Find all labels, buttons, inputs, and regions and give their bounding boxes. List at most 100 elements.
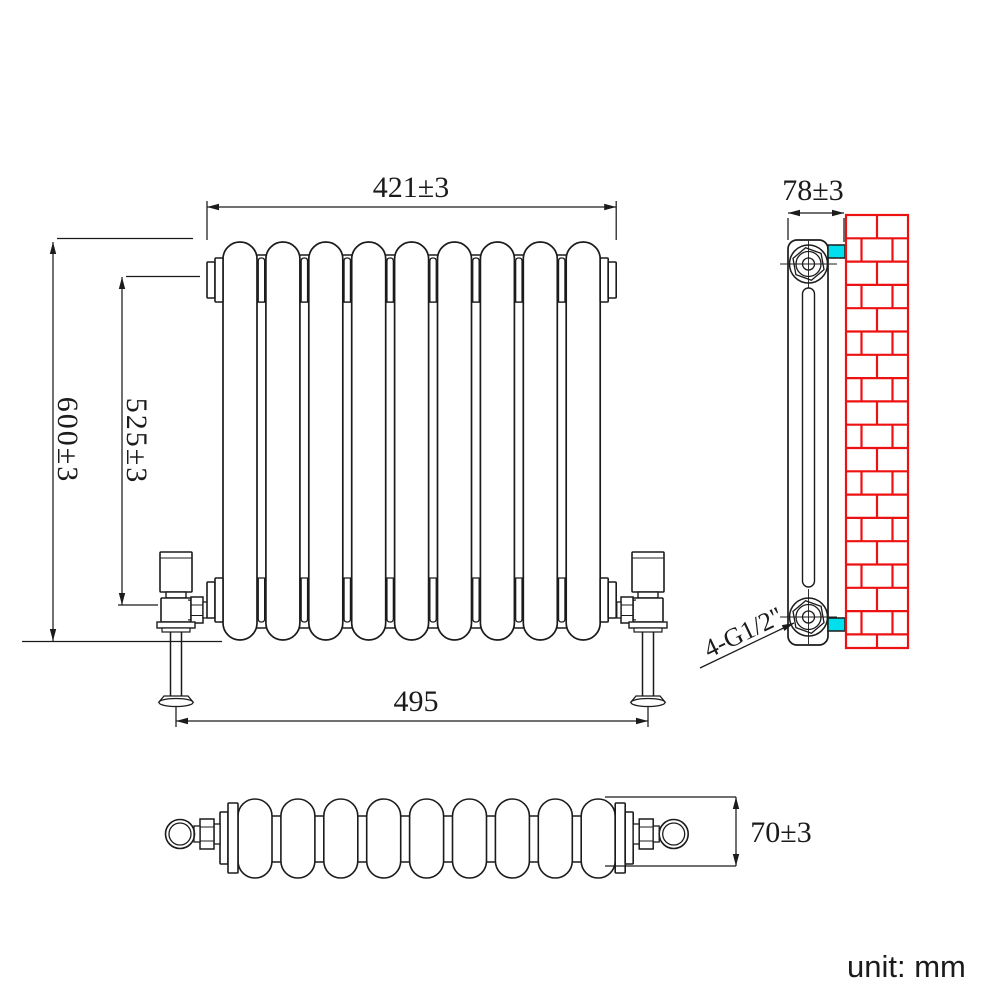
end-plug	[214, 577, 224, 623]
pipe-union	[628, 621, 668, 629]
plan-section	[408, 798, 445, 879]
valve-assemblies	[156, 551, 668, 723]
header-neck	[515, 257, 523, 303]
footer-neck	[343, 577, 352, 623]
dimension-top-depth: 70±3	[605, 796, 812, 867]
arrowhead-bottom	[49, 629, 57, 641]
valve-hex-nut	[190, 596, 204, 624]
floor-escutcheon	[158, 697, 194, 708]
tapping-height-label: 525±3	[120, 398, 153, 484]
plan-section	[537, 798, 574, 879]
arrowhead-top	[49, 242, 57, 254]
footer-neck	[257, 577, 266, 623]
end-plug	[599, 577, 610, 623]
part	[624, 811, 635, 865]
part	[219, 811, 229, 865]
part	[206, 581, 216, 619]
part	[206, 261, 216, 299]
arrowhead-left	[788, 209, 800, 217]
plan-section	[451, 798, 488, 879]
plan-hex-nut	[638, 818, 654, 850]
part	[607, 261, 618, 299]
brick-wall	[844, 213, 910, 650]
dimension-pipe-centres: 495	[175, 685, 649, 727]
side-slot	[801, 287, 816, 588]
overall-height-label: 600±3	[51, 397, 84, 483]
top-depth-label: 70±3	[750, 816, 811, 849]
valve-body	[160, 597, 192, 623]
plan-section	[494, 798, 531, 879]
radiator-column	[350, 241, 387, 641]
radiator-column	[436, 241, 473, 641]
radiator-column	[393, 241, 430, 641]
valve-tail	[616, 601, 622, 619]
valve-body	[632, 597, 664, 623]
valve-hex-nut	[620, 596, 634, 624]
arrowhead-leader	[781, 623, 794, 631]
dimension-side-depth: 78±3	[782, 174, 845, 242]
radiator-column	[307, 241, 344, 641]
footer-neck	[429, 577, 437, 623]
plan-section	[280, 798, 316, 879]
footer-neck	[515, 577, 523, 623]
pipe-centres-label: 495	[394, 685, 439, 718]
end-plug	[214, 257, 224, 303]
part	[632, 823, 640, 845]
top-view-radiator	[164, 798, 690, 879]
arrowhead-top	[118, 277, 126, 289]
radiator-column	[222, 241, 258, 641]
thread-callout: 4-G1/2"	[699, 601, 795, 669]
dimension-tapping-height: 525±3	[118, 275, 200, 606]
header-neck	[343, 257, 352, 303]
dimension-overall-height: 600±3	[22, 237, 222, 643]
unit-label: unit: mm	[847, 949, 966, 984]
radiator-column	[565, 241, 602, 641]
side-depth-label: 78±3	[782, 174, 843, 207]
header-neck	[386, 257, 394, 303]
plan-valve-ring	[658, 818, 690, 850]
front-view-radiator	[206, 241, 618, 641]
part	[652, 825, 660, 843]
wall-bracket	[827, 617, 846, 632]
thread-note-label: 4-G1/2"	[699, 601, 788, 664]
part	[213, 823, 221, 845]
arrowhead-right	[604, 203, 617, 211]
overall-width-label: 421±3	[373, 171, 449, 204]
arrowhead-right	[636, 717, 648, 725]
arrowhead-bottom	[118, 593, 126, 605]
arrowhead-right	[832, 209, 844, 217]
plan-section	[365, 798, 402, 879]
arrowhead-bottom	[732, 854, 740, 866]
footer-neck	[386, 577, 394, 623]
floor-escutcheon	[630, 697, 666, 708]
plan-valve-ring	[164, 818, 196, 850]
plan-hex-nut	[199, 818, 215, 850]
valve-neck	[165, 591, 187, 599]
plan-valve-ring	[168, 822, 192, 846]
dimension-overall-width: 421±3	[206, 171, 617, 240]
valve-neck	[637, 591, 659, 599]
boss-hex	[792, 247, 825, 281]
plan-end-plug	[614, 802, 627, 874]
pipe-union	[156, 621, 196, 629]
side-view-radiator	[780, 239, 846, 646]
plan-section	[322, 798, 359, 879]
header-neck	[300, 257, 309, 303]
footer-neck	[557, 577, 566, 623]
plan-valve-ring	[662, 822, 686, 846]
pipe-union	[161, 627, 191, 633]
arrowhead-left	[176, 717, 188, 725]
arrowhead-left	[207, 203, 219, 211]
part	[607, 581, 618, 619]
plan-end-plug	[227, 802, 239, 874]
header-neck	[257, 257, 266, 303]
header-neck	[557, 257, 566, 303]
header-neck	[429, 257, 437, 303]
end-plug	[599, 257, 610, 303]
footer-neck	[472, 577, 480, 623]
footer-neck	[300, 577, 309, 623]
arrowhead-top	[732, 797, 740, 809]
pipe-union	[633, 627, 663, 633]
